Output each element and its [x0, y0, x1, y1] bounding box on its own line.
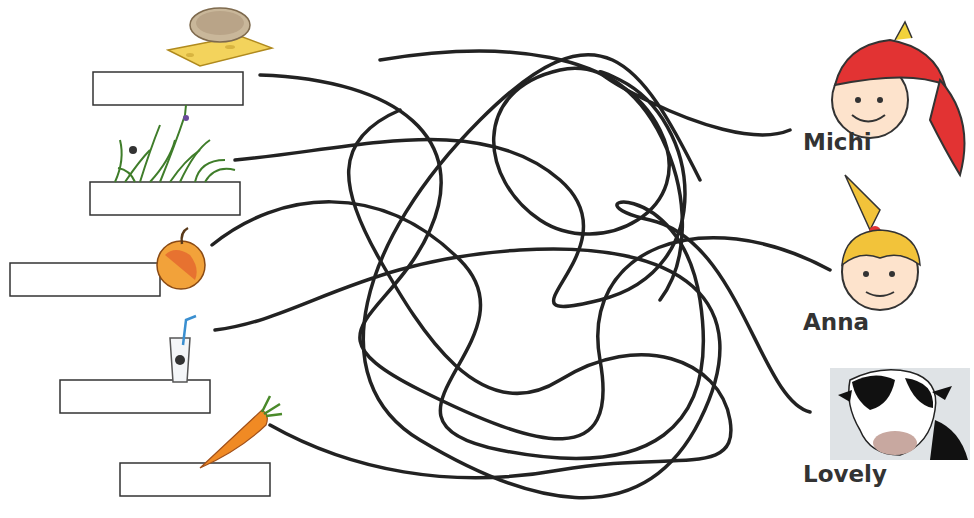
- answer-boxes: [10, 72, 270, 496]
- michi-name: Michi: [803, 130, 872, 155]
- lovely-name: Lovely: [803, 462, 887, 487]
- cheese-sandwich: [168, 8, 272, 66]
- anna-figure: [842, 175, 920, 310]
- flower: [129, 146, 137, 154]
- cow-picture: [830, 368, 970, 460]
- carrot: [200, 396, 282, 468]
- tangled-lines: [212, 51, 830, 498]
- flower: [183, 115, 189, 121]
- anna-name: Anna: [803, 310, 869, 335]
- apple: [157, 228, 205, 289]
- grass: [115, 105, 235, 182]
- milk-glass: [170, 316, 196, 382]
